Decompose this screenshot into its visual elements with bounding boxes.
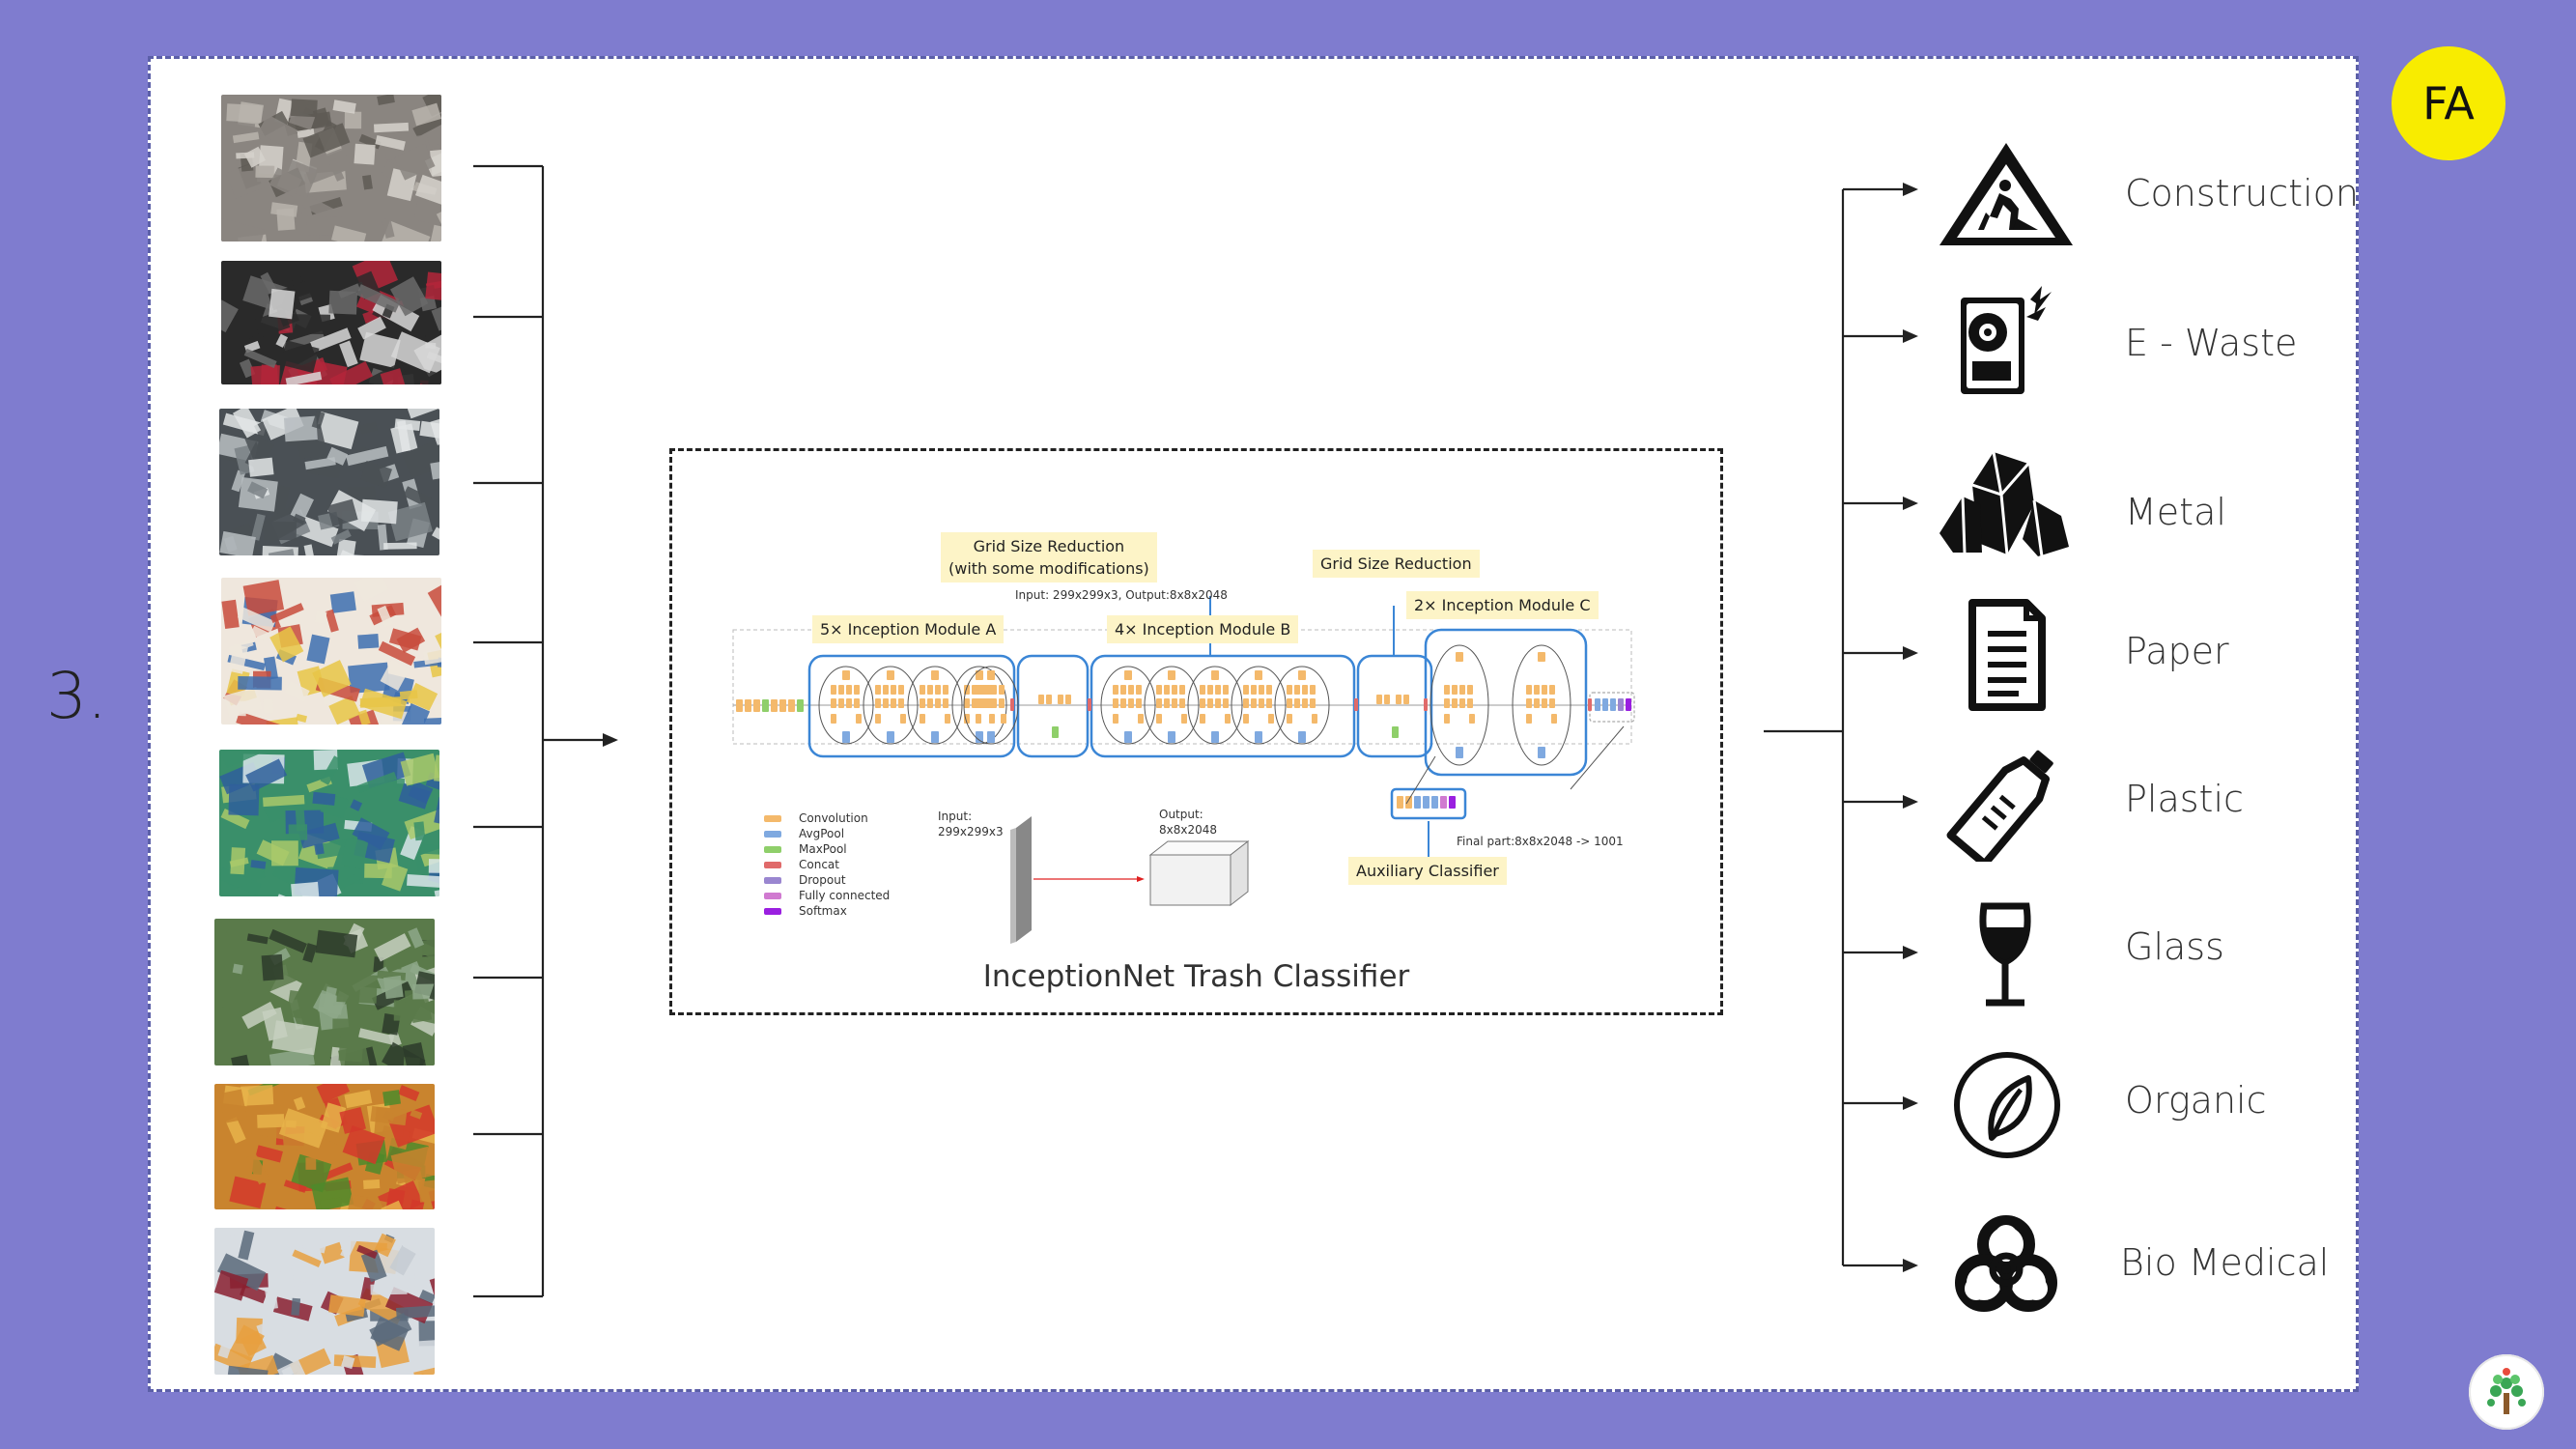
input-label: Input:299x299x3 bbox=[938, 810, 1004, 838]
legend-label: MaxPool bbox=[799, 842, 847, 856]
legend-item: MaxPool bbox=[764, 841, 890, 857]
wine-glass-icon bbox=[1934, 898, 2079, 1014]
legend-item: Convolution bbox=[764, 810, 890, 826]
legend-label: Softmax bbox=[799, 904, 847, 918]
legend-item: Softmax bbox=[764, 903, 890, 919]
category-label: Construction bbox=[2125, 172, 2359, 214]
category-label: E - Waste bbox=[2125, 322, 2298, 364]
legend-swatch bbox=[764, 814, 781, 822]
construction-sign-icon bbox=[1934, 135, 2079, 251]
leaf-icon bbox=[1934, 1047, 2079, 1163]
legend-item: Dropout bbox=[764, 872, 890, 888]
legend-swatch bbox=[764, 830, 781, 838]
organic-waste-photo bbox=[214, 1084, 435, 1209]
step-number: 3. bbox=[46, 659, 107, 733]
construction-debris-photo bbox=[221, 95, 441, 242]
category-label: Paper bbox=[2125, 630, 2229, 672]
legend-swatch bbox=[764, 845, 781, 853]
category-label: Plastic bbox=[2125, 778, 2244, 820]
legend-item: Fully connected bbox=[764, 888, 890, 903]
biohazard-icon bbox=[1934, 1208, 2079, 1323]
medical-waste-photo bbox=[214, 1228, 435, 1375]
legend-swatch bbox=[764, 892, 781, 899]
tree-logo-icon bbox=[2487, 1368, 2526, 1414]
tag-grid-reduction-2: Grid Size Reduction bbox=[1313, 550, 1480, 578]
legend-item: AvgPool bbox=[764, 826, 890, 841]
tag-auxiliary-classifier: Auxiliary Classifier bbox=[1348, 857, 1507, 885]
tag-module-a: 5× Inception Module A bbox=[812, 615, 1005, 643]
tag-grid-reduction-1: Grid Size Reduction(with some modificati… bbox=[941, 532, 1157, 582]
hard-drive-icon bbox=[1934, 282, 2079, 398]
legend-label: Concat bbox=[799, 858, 839, 871]
tag-module-c: 2× Inception Module C bbox=[1406, 591, 1599, 619]
legend-label: Convolution bbox=[799, 811, 868, 825]
legend-label: AvgPool bbox=[799, 827, 845, 840]
output-label: Output:8x8x2048 bbox=[1159, 808, 1218, 837]
category-label: Organic bbox=[2125, 1079, 2267, 1122]
diagram-caption: InceptionNet Trash Classifier bbox=[982, 959, 1410, 994]
plastic-bottles-photo bbox=[219, 750, 439, 896]
metal-scrap-photo bbox=[219, 409, 439, 555]
paper-waste-photo bbox=[221, 578, 441, 724]
glass-bottles-photo bbox=[214, 919, 435, 1065]
avatar[interactable]: FA bbox=[2392, 46, 2505, 160]
network-diagram bbox=[732, 596, 1635, 944]
tag-module-b: 4× Inception Module B bbox=[1107, 615, 1299, 643]
legend-item: Concat bbox=[764, 857, 890, 872]
legend-swatch bbox=[764, 907, 781, 915]
app-logo[interactable] bbox=[2469, 1354, 2544, 1430]
legend-swatch bbox=[764, 861, 781, 868]
category-label: Bio Medical bbox=[2120, 1241, 2330, 1284]
category-label: Metal bbox=[2125, 491, 2226, 533]
legend-swatch bbox=[764, 876, 781, 884]
category-label: Glass bbox=[2125, 925, 2224, 968]
e-waste-photo bbox=[221, 261, 441, 384]
ore-crystal-icon bbox=[1934, 446, 2079, 562]
io-note: Input: 299x299x3, Output:8x8x2048 bbox=[1015, 588, 1228, 602]
plastic-bottle-icon bbox=[1934, 746, 2079, 862]
legend-label: Fully connected bbox=[799, 889, 891, 902]
final-note: Final part:8x8x2048 -> 1001 bbox=[1457, 835, 1624, 848]
legend-label: Dropout bbox=[799, 873, 846, 887]
document-icon bbox=[1934, 597, 2079, 713]
inception-diagram: Grid Size Reduction(with some modificati… bbox=[669, 448, 1723, 1015]
